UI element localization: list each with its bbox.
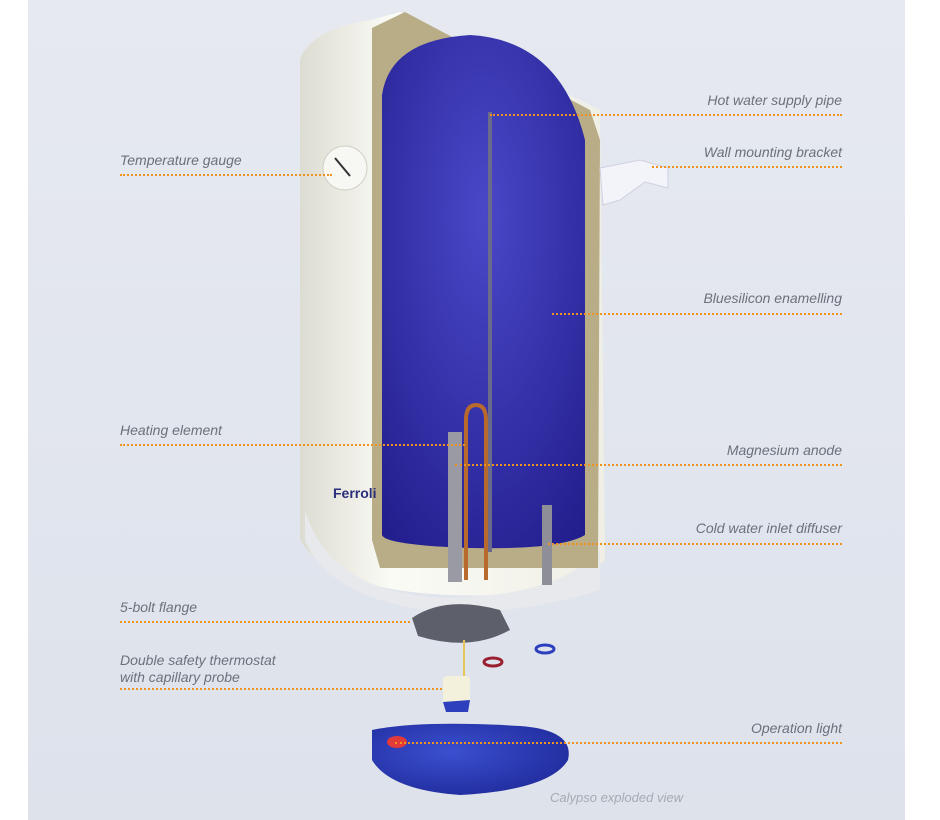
leader-enamelling <box>552 313 842 315</box>
label-cold-water-inlet: Cold water inlet diffuser <box>695 520 842 536</box>
label-enamelling: Bluesilicon enamelling <box>703 290 842 306</box>
ferroli-logo: Ferroli <box>333 485 377 501</box>
thermostat <box>443 676 470 706</box>
figure-caption: Calypso exploded view <box>550 790 683 805</box>
leader-hot-water-pipe <box>490 114 842 116</box>
temperature-gauge <box>322 145 368 191</box>
heater-bottom <box>305 510 600 613</box>
gasket-blue <box>534 643 556 655</box>
leader-temperature-gauge <box>120 174 332 176</box>
label-wall-bracket: Wall mounting bracket <box>703 144 842 160</box>
leader-operation-light <box>395 742 842 744</box>
leader-heating-element <box>120 444 465 446</box>
label-magnesium-anode: Magnesium anode <box>726 442 842 458</box>
label-heating-element: Heating element <box>120 422 222 438</box>
magnesium-anode <box>448 432 462 582</box>
leader-cold-water-inlet <box>548 543 842 545</box>
label-temperature-gauge: Temperature gauge <box>120 152 242 168</box>
hot-water-pipe <box>488 112 492 552</box>
wall-bracket <box>599 159 669 206</box>
heating-element <box>464 402 488 580</box>
label-hot-water-pipe: Hot water supply pipe <box>707 92 842 108</box>
bottom-cover <box>372 723 569 795</box>
bolt-flange <box>412 604 510 643</box>
label-flange: 5-bolt flange <box>120 599 198 615</box>
leader-flange <box>120 621 410 623</box>
label-thermostat-line2: with capillary probe <box>120 669 240 685</box>
leader-wall-bracket <box>652 166 842 168</box>
tank-interior <box>382 35 585 549</box>
leader-thermostat <box>120 688 442 690</box>
label-thermostat-line1: Double safety thermostat <box>120 652 276 668</box>
gasket-red <box>482 656 504 668</box>
label-operation-light: Operation light <box>750 720 842 736</box>
leader-magnesium-anode <box>455 464 842 466</box>
